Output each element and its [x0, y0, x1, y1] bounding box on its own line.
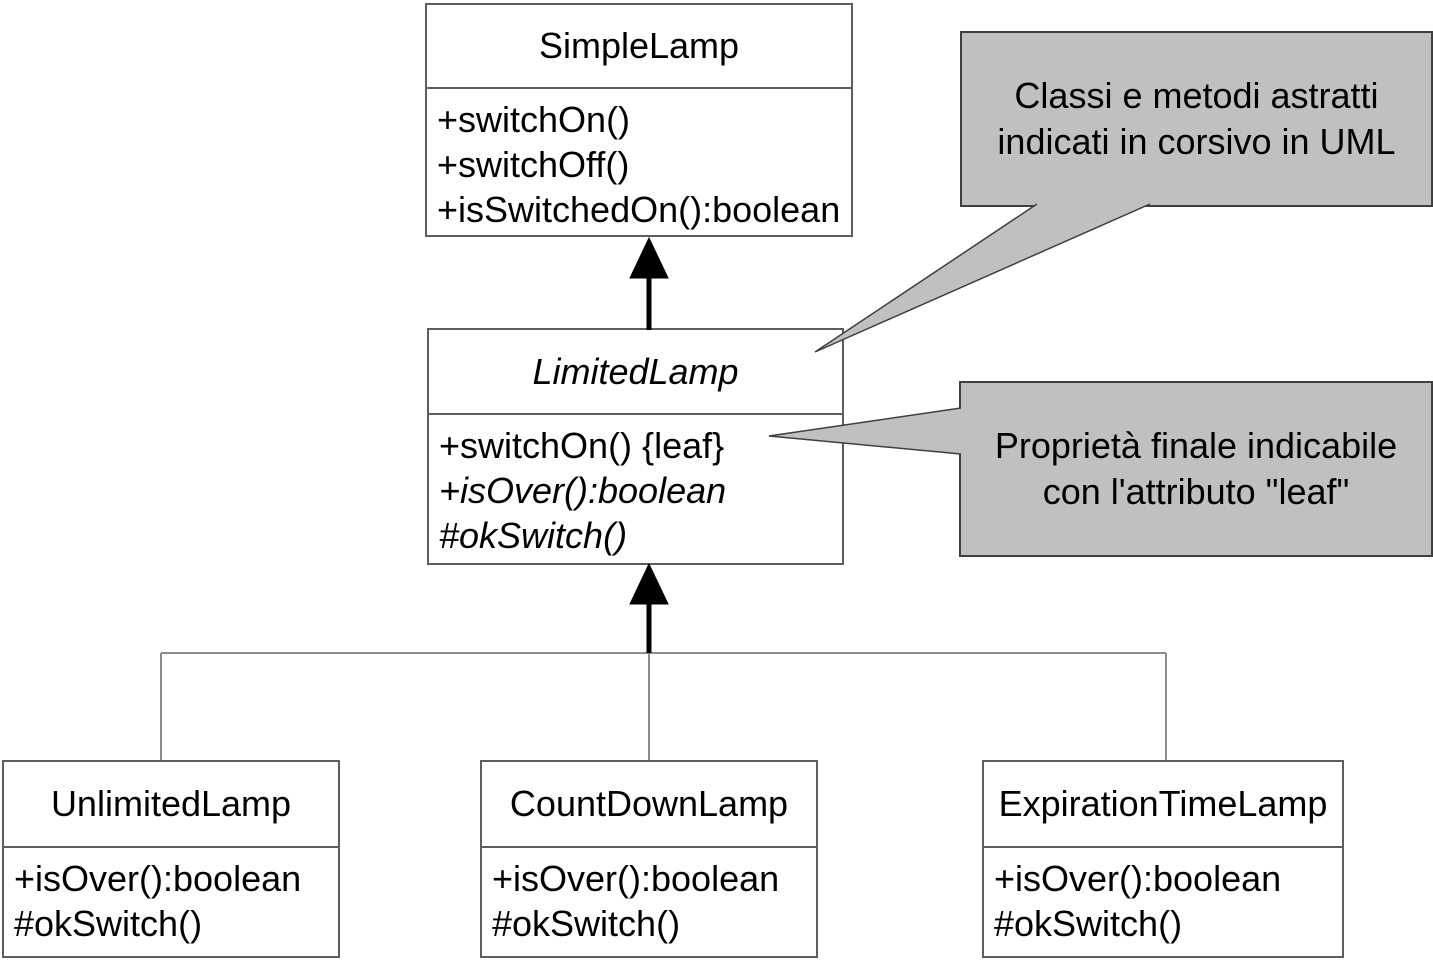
- generalization-arrow-limited-to-simple: [629, 236, 669, 330]
- methods-compartment-unlimitedlamp: +isOver():boolean #okSwitch(): [4, 848, 338, 946]
- class-box-countdownlamp: CountDownLamp +isOver():boolean #okSwitc…: [480, 760, 818, 958]
- method-switchon: +switchOn(): [437, 99, 631, 140]
- callout-note-leaf: Proprietà finale indicabile con l'attrib…: [959, 381, 1433, 557]
- arrowhead-up-icon: [629, 562, 669, 605]
- method-isswitchedon: +isSwitchedOn():boolean: [437, 189, 841, 230]
- class-name-unlimitedlamp: UnlimitedLamp: [4, 762, 338, 848]
- method-isover: +isOver():boolean: [14, 858, 302, 899]
- arrowhead-up-icon: [629, 236, 669, 279]
- note-leaf-line1: Proprietà finale indicabile: [994, 425, 1398, 466]
- methods-compartment-limitedlamp: +switchOn() {leaf} +isOver():boolean #ok…: [429, 415, 842, 558]
- method-switchon-leaf: +switchOn() {leaf}: [439, 425, 725, 466]
- class-box-limitedlamp: LimitedLamp +switchOn() {leaf} +isOver()…: [427, 328, 844, 565]
- method-isover-abstract: +isOver():boolean: [439, 470, 727, 511]
- method-switchoff: +switchOff(): [437, 144, 630, 185]
- generalization-tree-children-to-limited: [160, 562, 1167, 760]
- callout-tail-abstract-note: [814, 203, 1151, 353]
- class-box-unlimitedlamp: UnlimitedLamp +isOver():boolean #okSwitc…: [2, 760, 340, 958]
- methods-compartment-expirationtimelamp: +isOver():boolean #okSwitch(): [984, 848, 1342, 946]
- class-box-simplelamp: SimpleLamp +switchOn() +switchOff() +isS…: [425, 3, 853, 237]
- method-isover: +isOver():boolean: [492, 858, 780, 899]
- note-abstract-line2: indicati in corsivo in UML: [997, 121, 1396, 162]
- class-name-expirationtimelamp: ExpirationTimeLamp: [984, 762, 1342, 848]
- methods-compartment-simplelamp: +switchOn() +switchOff() +isSwitchedOn()…: [427, 89, 851, 232]
- method-isover: +isOver():boolean: [994, 858, 1282, 899]
- note-leaf-line2: con l'attributo "leaf": [1042, 471, 1350, 512]
- class-name-countdownlamp: CountDownLamp: [482, 762, 816, 848]
- class-name-simplelamp: SimpleLamp: [427, 5, 851, 89]
- class-box-expirationtimelamp: ExpirationTimeLamp +isOver():boolean #ok…: [982, 760, 1344, 958]
- callout-note-abstract: Classi e metodi astratti indicati in cor…: [960, 31, 1433, 207]
- methods-compartment-countdownlamp: +isOver():boolean #okSwitch(): [482, 848, 816, 946]
- method-okswitch-abstract: #okSwitch(): [439, 515, 628, 556]
- method-okswitch: #okSwitch(): [14, 903, 203, 944]
- class-name-limitedlamp: LimitedLamp: [429, 330, 842, 415]
- note-abstract-line1: Classi e metodi astratti: [1014, 75, 1379, 116]
- method-okswitch: #okSwitch(): [492, 903, 681, 944]
- method-okswitch: #okSwitch(): [994, 903, 1183, 944]
